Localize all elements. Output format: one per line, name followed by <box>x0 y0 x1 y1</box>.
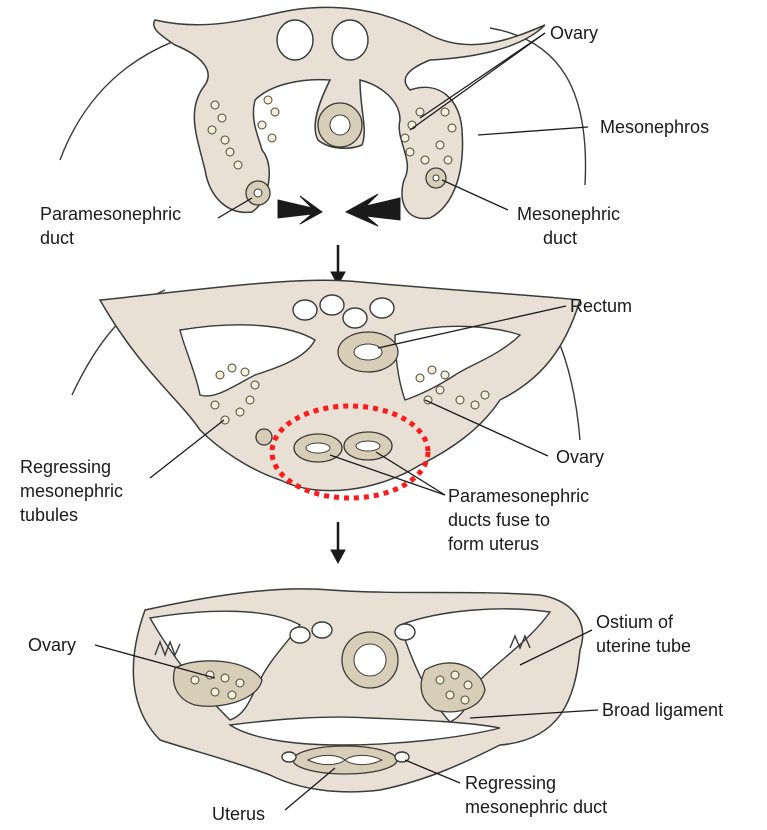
panel-middle: Rectum Ovary Regressing mesonephric tubu… <box>20 280 632 554</box>
label-ovary-middle: Ovary <box>556 447 604 467</box>
label-ostium-1: Ostium of <box>596 612 674 632</box>
label-fuse-1: Paramesonephric <box>448 486 589 506</box>
converge-arrow-left <box>278 196 322 224</box>
label-ovary-top: Ovary <box>550 23 598 43</box>
vessel-right <box>332 20 368 60</box>
label-mesonephros: Mesonephros <box>600 117 709 137</box>
label-paramesonephric-duct-2: duct <box>40 228 74 248</box>
label-broad-ligament: Broad ligament <box>602 700 723 720</box>
down-arrow-1 <box>331 245 345 285</box>
label-fuse-3: form uterus <box>448 534 539 554</box>
down-arrow-2 <box>331 522 345 563</box>
panel-bottom: Ovary Ostium of uterine tube Broad ligam… <box>28 589 723 824</box>
converge-arrow-right <box>346 194 400 226</box>
label-rectum: Rectum <box>570 296 632 316</box>
body-wall-right <box>490 28 586 185</box>
label-mesonephric-duct-1: Mesonephric <box>517 204 620 224</box>
label-uterus: Uterus <box>212 804 265 824</box>
label-regressing-tubules-3: tubules <box>20 505 78 525</box>
label-regressing-tubules-1: Regressing <box>20 457 111 477</box>
label-regressing-duct-1: Regressing <box>465 773 556 793</box>
label-mesonephric-duct-2: duct <box>543 228 577 248</box>
label-ovary-bottom: Ovary <box>28 635 76 655</box>
label-regressing-tubules-2: mesonephric <box>20 481 123 501</box>
label-paramesonephric-duct-1: Paramesonephric <box>40 204 181 224</box>
label-regressing-duct-2: mesonephric duct <box>465 797 607 817</box>
label-fuse-2: ducts fuse to <box>448 510 550 530</box>
vessel-left <box>277 20 313 60</box>
panel-top: Ovary Mesonephros Paramesonephric duct M… <box>40 7 709 248</box>
label-ostium-2: uterine tube <box>596 636 691 656</box>
